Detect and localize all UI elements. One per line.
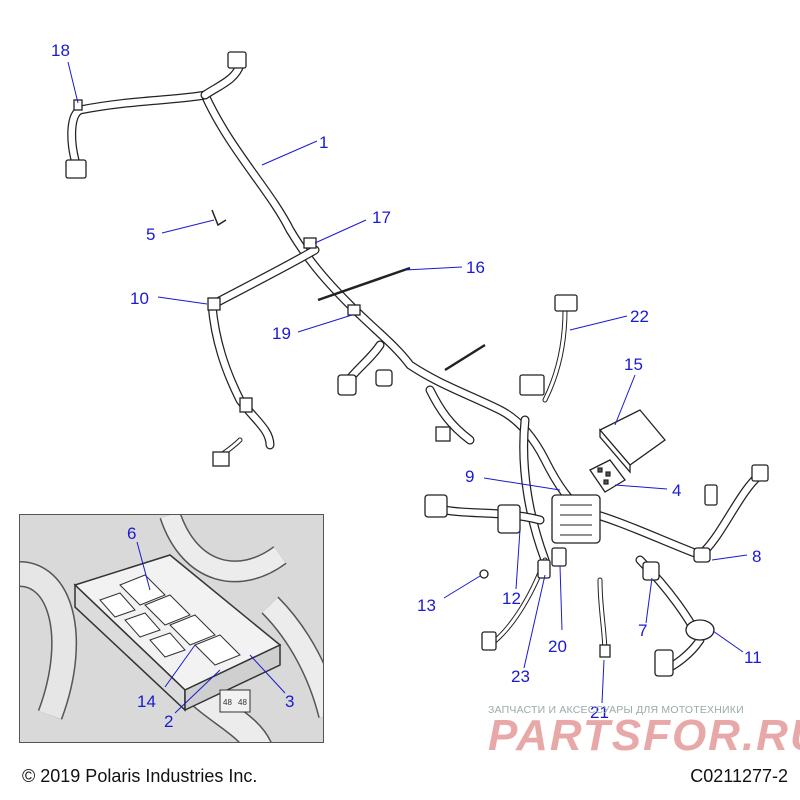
connector-21 [599, 644, 611, 658]
clip-17 [303, 237, 317, 249]
cable-tie-16 [317, 266, 411, 302]
callout-13: 13 [417, 596, 436, 615]
callout-3: 3 [285, 692, 294, 711]
fuse-block-4 [589, 459, 626, 493]
callout-9: 9 [465, 467, 474, 486]
connector-far-right [751, 464, 769, 482]
clip-5 [211, 209, 227, 227]
main-wire-harness [67, 60, 765, 675]
callout-15: 15 [624, 355, 643, 374]
connector-mid-left [337, 374, 357, 396]
clip-19 [347, 304, 361, 316]
callout-11: 11 [744, 648, 762, 667]
connector-lower-left [424, 494, 448, 518]
connector-left-top [65, 159, 87, 179]
callout-5: 5 [146, 225, 155, 244]
callout-4: 4 [672, 481, 681, 500]
cable-tie [444, 343, 486, 372]
connector-10-end [212, 451, 230, 467]
figure-code: C0211277-2 [690, 766, 788, 786]
clip-18 [73, 99, 83, 111]
clip-10 [207, 297, 221, 311]
part-13 [479, 569, 489, 579]
callout-21: 21 [590, 703, 609, 722]
callout-16: 16 [466, 258, 485, 277]
fuse-box-detail-inset: 48 48 6 14 2 3 [19, 514, 324, 743]
callout-10: 10 [130, 289, 149, 308]
inset-fuse-label: 48 [223, 698, 232, 707]
connector-12 [497, 504, 521, 534]
connector-23 [537, 559, 551, 579]
watermark-tagline: ЗАПЧАСТИ И АКСЕССУАРЫ ДЛЯ МОТОТЕХНИКИ [488, 704, 744, 716]
watermark: ЗАПЧАСТИ И АКСЕССУАРЫ ДЛЯ МОТОТЕХНИКИ PA… [488, 704, 800, 760]
watermark-brand: PARTSFOR.RU [488, 711, 800, 760]
connector-8 [693, 547, 711, 563]
callout-1: 1 [319, 133, 328, 152]
fuse-relay-center-9 [551, 494, 601, 544]
connector-right [704, 484, 718, 506]
inset-fuse-label: 48 [238, 698, 247, 707]
callout-23: 23 [511, 667, 530, 686]
connector-lower-end [481, 631, 497, 651]
grommet-11 [685, 619, 715, 641]
connector-left-small [435, 426, 451, 442]
connector-7 [642, 561, 660, 581]
callout-17: 17 [372, 208, 391, 227]
callout-12: 12 [502, 589, 521, 608]
connector-22 [554, 294, 578, 312]
callout-20: 20 [548, 637, 567, 656]
copyright-text: © 2019 Polaris Industries Inc. [22, 766, 258, 786]
callout-7: 7 [638, 621, 647, 640]
inset-illustration: 48 48 6 14 2 3 [20, 515, 323, 742]
connectors [65, 51, 769, 677]
connector-20 [551, 547, 567, 567]
relay-box-15 [598, 409, 666, 474]
callout-18: 18 [51, 41, 70, 60]
connector-10-lower [239, 397, 253, 413]
callout-22: 22 [630, 307, 649, 326]
callout-6: 6 [127, 524, 136, 543]
callout-2: 2 [164, 712, 173, 731]
callout-14: 14 [137, 692, 156, 711]
connector-top [227, 51, 247, 69]
connector-11-end [654, 649, 674, 677]
callout-labels: 1 4 5 7 8 9 10 11 12 13 15 16 17 18 19 2… [51, 41, 762, 722]
callout-19: 19 [272, 324, 291, 343]
connector-center [519, 374, 545, 396]
leader-lines [67, 61, 748, 704]
connector-mid [375, 369, 393, 387]
callout-8: 8 [752, 547, 761, 566]
